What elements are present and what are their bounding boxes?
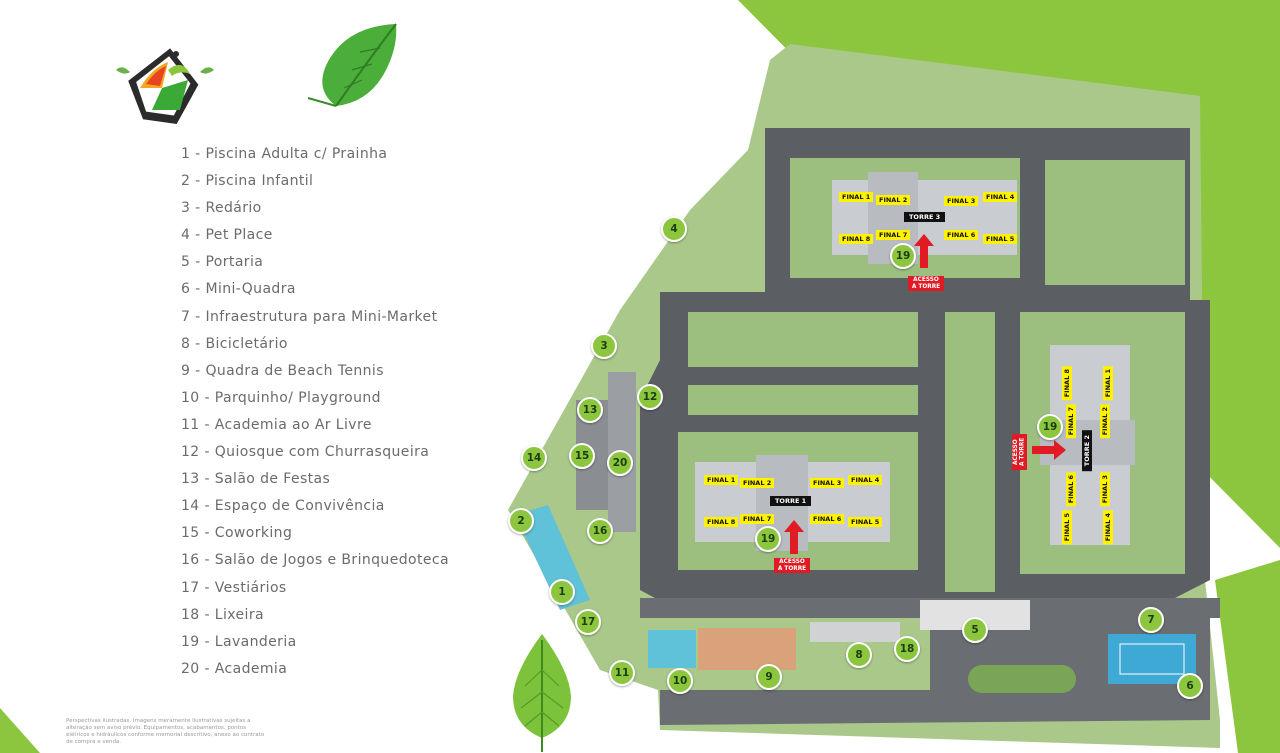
- final-label: FINAL 1: [1103, 366, 1113, 401]
- final-label: FINAL 5: [848, 517, 883, 527]
- marker-17[interactable]: 17: [575, 609, 601, 635]
- marker-19-torre-3[interactable]: 19: [890, 243, 916, 269]
- final-label: FINAL 3: [944, 196, 979, 206]
- marker-19-torre-1[interactable]: 19: [755, 526, 781, 552]
- final-label: FINAL 1: [704, 475, 739, 485]
- marker-12[interactable]: 12: [637, 384, 663, 410]
- access-arrow-icon: [914, 234, 934, 268]
- marker-19-torre-2[interactable]: 19: [1037, 414, 1063, 440]
- marker-13[interactable]: 13: [577, 397, 603, 423]
- legend-item: 2 - Piscina Infantil: [181, 173, 314, 190]
- marker-7[interactable]: 7: [1138, 607, 1164, 633]
- legend-item: 19 - Lavanderia: [181, 633, 297, 650]
- legend-item: 11 - Academia ao Ar Livre: [181, 416, 372, 433]
- legend-item: 12 - Quiosque com Churrasqueira: [181, 444, 430, 461]
- legend-item: 3 - Redário: [181, 200, 262, 217]
- final-label: FINAL 2: [876, 195, 911, 205]
- access-label: ACESSO A TORRE: [1012, 434, 1027, 470]
- final-label: FINAL 7: [876, 230, 911, 240]
- marker-16[interactable]: 16: [587, 518, 613, 544]
- leaf-icon: [513, 634, 571, 752]
- leaf-icon: [307, 23, 397, 107]
- final-label: FINAL 1: [839, 192, 874, 202]
- marker-11[interactable]: 11: [609, 660, 635, 686]
- legend-item: 10 - Parquinho/ Playground: [181, 389, 381, 406]
- marker-9[interactable]: 9: [756, 664, 782, 690]
- access-label: ACESSO A TORRE: [774, 558, 810, 573]
- final-label: FINAL 8: [704, 517, 739, 527]
- legend-item: 14 - Espaço de Convivência: [181, 498, 385, 515]
- brand-logo-icon: [116, 48, 214, 125]
- final-label: FINAL 8: [1062, 366, 1072, 401]
- marker-14[interactable]: 14: [521, 445, 547, 471]
- legend-item: 15 - Coworking: [181, 525, 293, 542]
- tower-1-label: TORRE 1: [770, 496, 812, 506]
- legend-item: 7 - Infraestrutura para Mini-Market: [181, 308, 438, 325]
- tower-2-label: TORRE 2: [1082, 430, 1092, 472]
- marker-15[interactable]: 15: [569, 443, 595, 469]
- marker-8[interactable]: 8: [846, 642, 872, 668]
- final-label: FINAL 3: [1100, 472, 1110, 507]
- final-label: FINAL 7: [740, 514, 775, 524]
- legend-item: 18 - Lixeira: [181, 606, 264, 623]
- legend-item: 20 - Academia: [181, 660, 288, 677]
- access-arrow-icon: [1032, 440, 1066, 460]
- legend-item: 16 - Salão de Jogos e Brinquedoteca: [181, 552, 449, 569]
- final-label: FINAL 3: [810, 478, 845, 488]
- final-label: FINAL 2: [1100, 404, 1110, 439]
- legend-item: 6 - Mini-Quadra: [181, 281, 296, 298]
- legend-item: 1 - Piscina Adulta c/ Prainha: [181, 146, 388, 162]
- marker-4[interactable]: 4: [661, 216, 687, 242]
- final-label: FINAL 8: [839, 234, 874, 244]
- final-label: FINAL 6: [1066, 472, 1076, 507]
- marker-6[interactable]: 6: [1177, 673, 1203, 699]
- disclaimer-text: Perspectivas ilustradas. Imagens meramen…: [66, 718, 265, 745]
- access-label: ACESSO A TORRE: [908, 276, 944, 291]
- legend-item: 4 - Pet Place: [181, 227, 273, 244]
- legend-item: 5 - Portaria: [181, 254, 264, 271]
- marker-3[interactable]: 3: [591, 333, 617, 359]
- marker-18[interactable]: 18: [894, 636, 920, 662]
- marker-2[interactable]: 2: [508, 508, 534, 534]
- marker-20[interactable]: 20: [607, 450, 633, 476]
- site-plan-map: [508, 44, 1220, 748]
- legend-list: 1 - Piscina Adulta c/ Prainha 2 - Piscin…: [181, 144, 449, 686]
- final-label: FINAL 6: [944, 230, 979, 240]
- access-arrow-icon: [784, 520, 804, 554]
- legend-item: 9 - Quadra de Beach Tennis: [181, 362, 384, 379]
- final-label: FINAL 5: [1062, 510, 1072, 545]
- legend-item: 13 - Salão de Festas: [181, 471, 331, 488]
- final-label: FINAL 4: [848, 475, 883, 485]
- tower-3-label: TORRE 3: [904, 212, 946, 222]
- final-label: FINAL 6: [810, 514, 845, 524]
- marker-10[interactable]: 10: [667, 668, 693, 694]
- legend-item: 8 - Bicicletário: [181, 335, 288, 352]
- marker-1[interactable]: 1: [549, 579, 575, 605]
- final-label: FINAL 5: [983, 234, 1018, 244]
- final-label: FINAL 7: [1066, 404, 1076, 439]
- legend-item: 17 - Vestiários: [181, 579, 287, 596]
- final-label: FINAL 4: [983, 192, 1018, 202]
- marker-5[interactable]: 5: [962, 617, 988, 643]
- final-label: FINAL 4: [1103, 510, 1113, 545]
- final-label: FINAL 2: [740, 478, 775, 488]
